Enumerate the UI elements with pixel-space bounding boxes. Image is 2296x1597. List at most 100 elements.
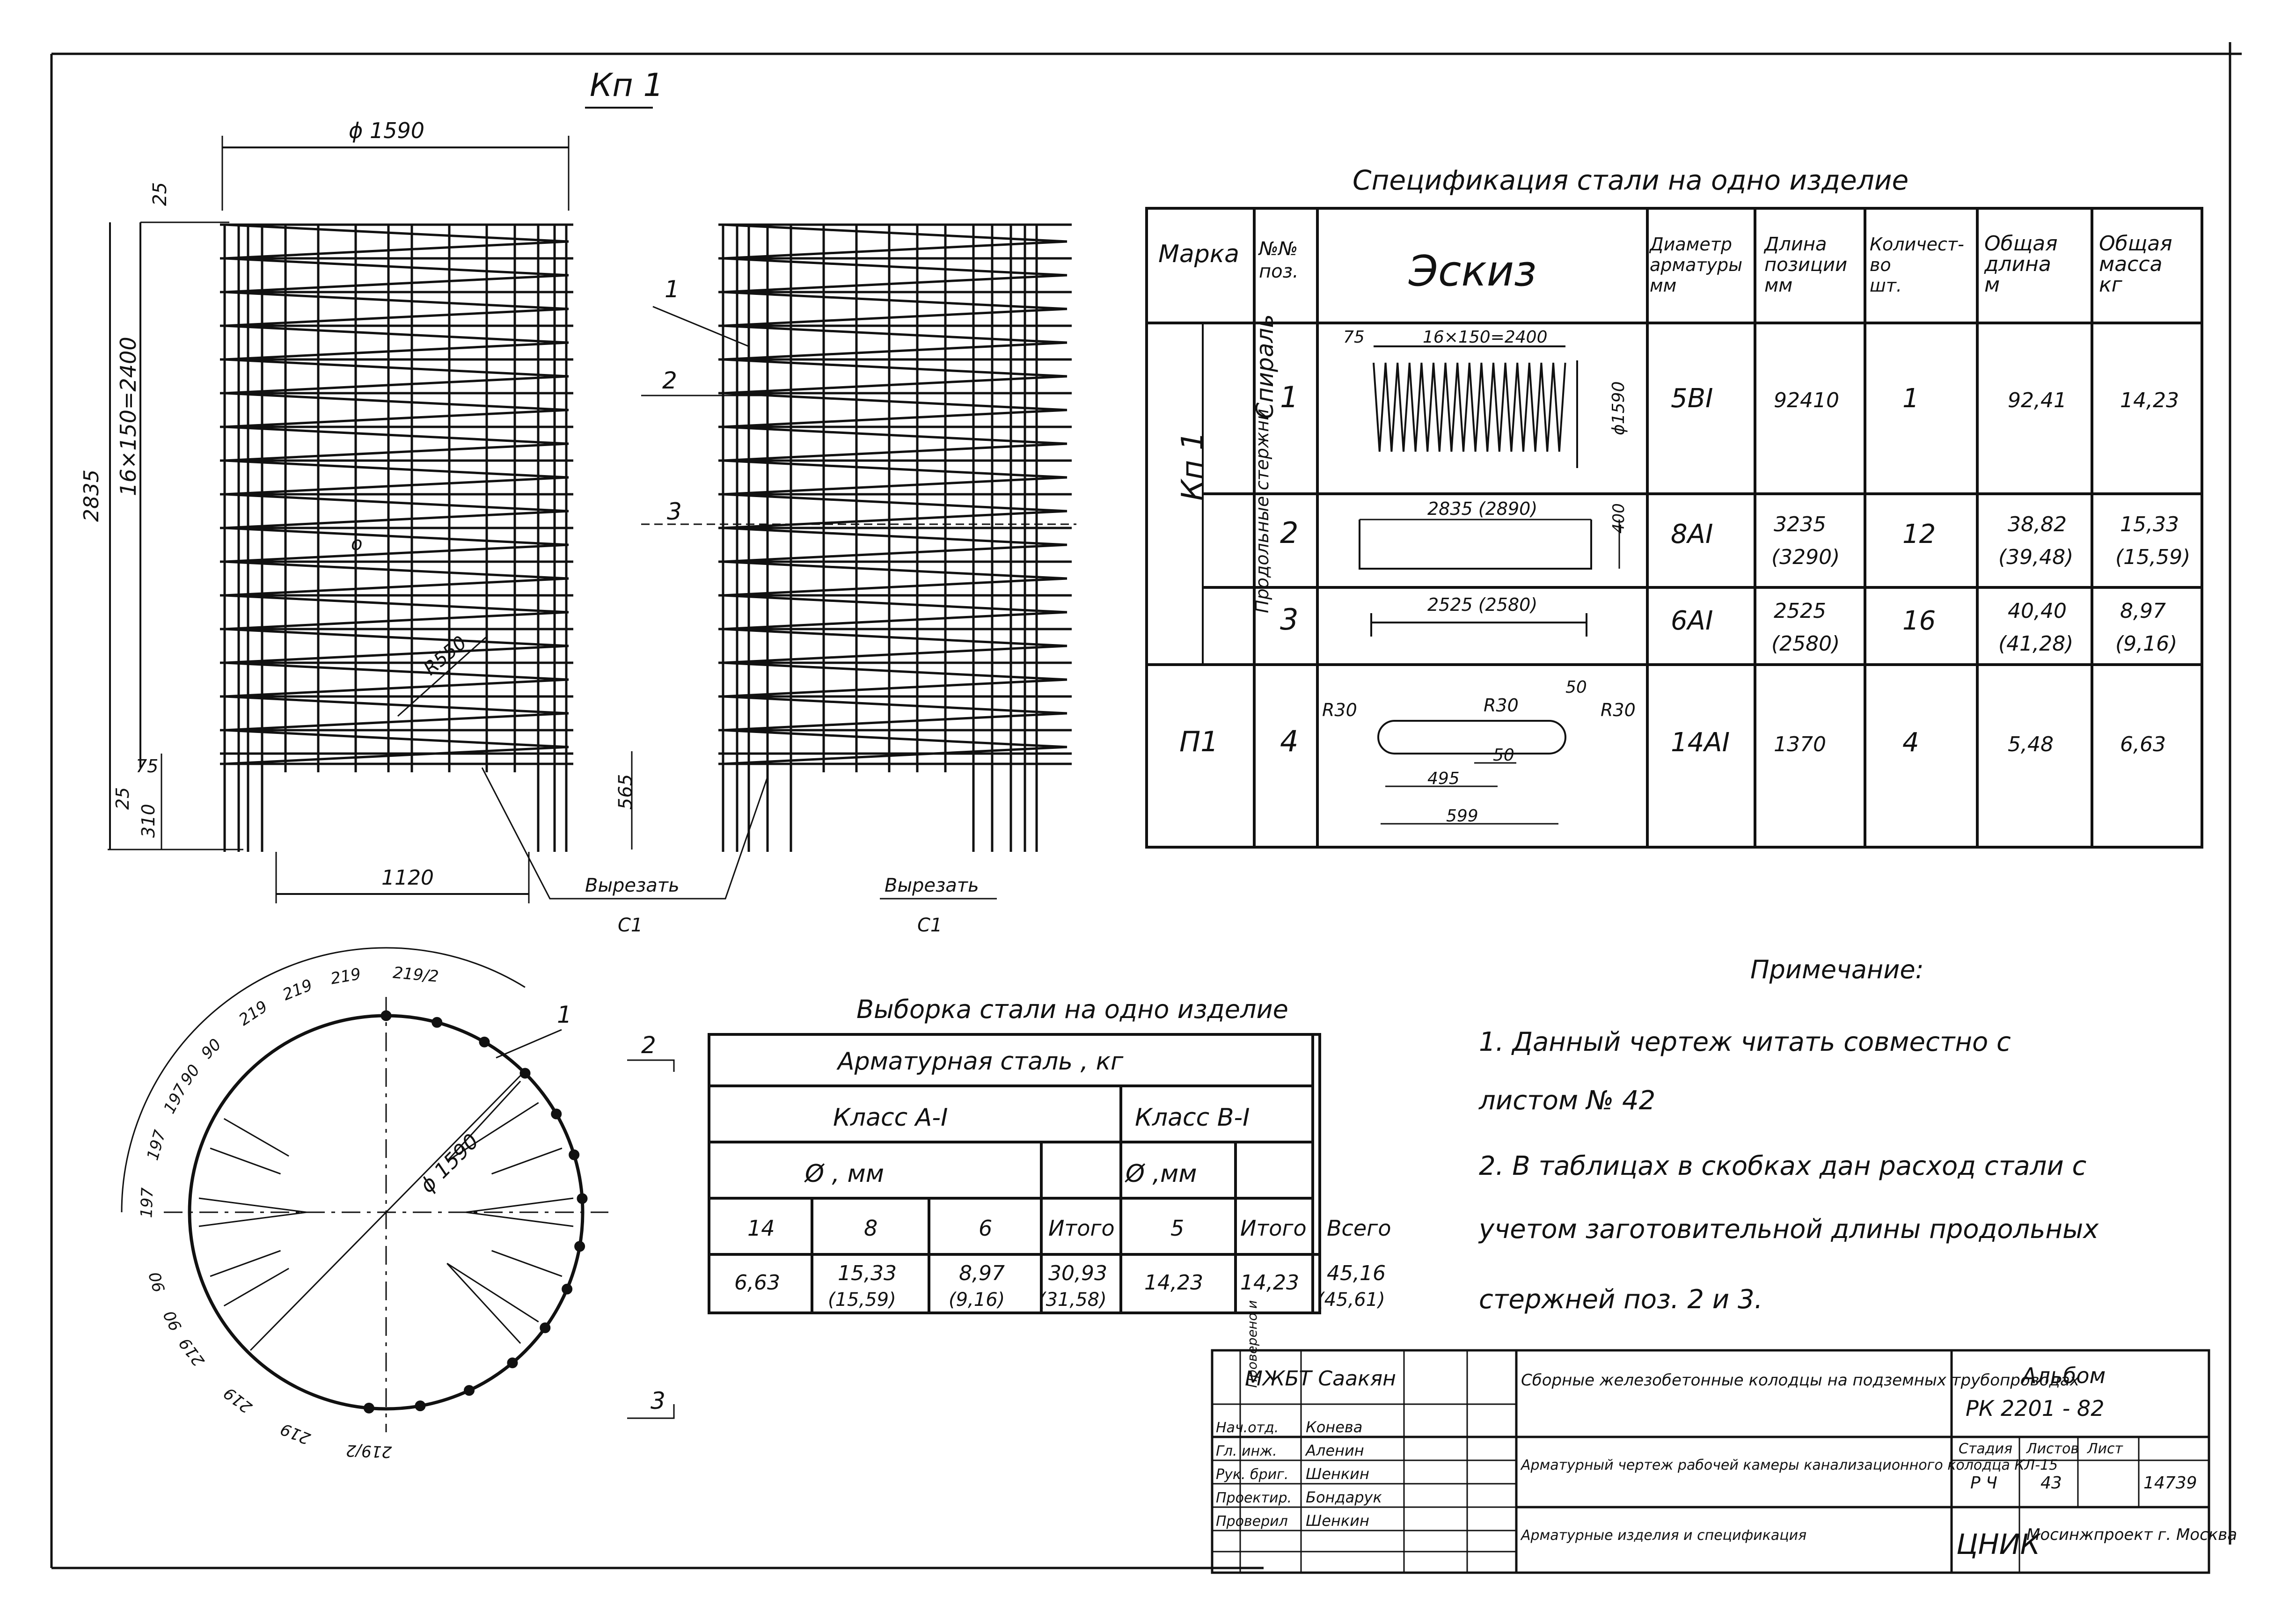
tb-list-h: Лист [2087,1441,2124,1457]
spiral-diagonal [224,223,569,243]
spiral-diagonal [723,577,1068,597]
loop-bar [198,1211,307,1227]
arc-dim: 219/2 [392,963,439,986]
arc-dim: 90 [197,1035,225,1063]
spiral-diagonal [224,628,569,647]
arc-dim: 219 [278,1419,313,1448]
spec-group-p1: П1 [1179,725,1218,758]
longitudinal-bar-dot [519,1068,531,1079]
longitudinal-bar-dot [574,1241,585,1252]
spiral-diagonal [224,746,569,765]
longitudinal-bar-dot [363,1402,374,1414]
spec-tlen2: (41,28) [1998,632,2073,656]
sketch-bar-2 [1359,519,1620,570]
spiral-diagonal [224,375,569,395]
arc-dim: 90 [177,1061,204,1089]
vyborka-col-h: Итого [1240,1216,1307,1241]
spiral-diagonal [224,257,569,277]
loop-bar [223,1267,289,1307]
spiral-diagonal [224,442,569,462]
dim-bottom-310: 310 [138,804,159,838]
spec-title: Спецификация стали на одно изделие [1353,164,1908,196]
spec-sub-spiral: Спираль [1251,314,1279,419]
pos-label-2: 2 [662,367,677,394]
sketch-loop-4 [1377,720,1566,825]
tb-album: Альбом [2020,1363,2106,1388]
spiral-diagonal [723,628,1068,647]
sketch4-495: 495 [1427,769,1460,788]
spec-len: 2525 [1774,599,1826,623]
spec-h-sketch: Эскиз [1408,247,1536,296]
vyborka-h-main: Арматурная сталь , кг [836,1048,1124,1076]
arc-dim: 219 [280,976,315,1004]
spec-qty: 16 [1902,606,1936,636]
spiral-diagonal [723,712,1068,732]
notes-title: Примечание: [1750,955,1924,984]
vyborka-val2: (9,16) [949,1289,1005,1311]
longitudinal-bar-dot [577,1193,588,1204]
longitudinal-bar-dot [463,1385,475,1396]
spec-sub-long: Продольные стержни [1252,409,1272,613]
vyborka-h-a1: Класс А-I [833,1104,948,1132]
loop-bar [210,1250,281,1277]
tb-object: Сборные железобетонные колодцы на подзем… [1521,1371,2080,1390]
vyborka-col-h: Всего [1327,1216,1391,1241]
spiral-diagonal [224,409,569,428]
spiral-diagonal [224,678,569,698]
arc-dim: 197 [137,1187,157,1218]
spiral-diagonal [224,543,569,563]
tb-name: Аленин [1305,1442,1364,1459]
spiral-diagonal [224,459,569,479]
tb-stage: Р Ч [1970,1473,1997,1493]
spec-tlen: 92,41 [2008,388,2067,412]
spec-h-mark: Марка [1158,240,1239,268]
spiral-diagonal [723,543,1068,563]
sketch1-pitch: 16×150=2400 [1423,328,1547,347]
sketch-bar-3 [1370,613,1587,637]
spiral-diagonal [723,678,1068,698]
vyborka-val: 6,63 [734,1271,780,1295]
spec-mass: 6,63 [2120,733,2166,756]
vyborka-h-phi-a: Ø , мм [804,1160,884,1188]
note-line: 1. Данный чертеж читать совместно с [1479,1027,2011,1057]
spiral-diagonal [224,712,569,732]
spiral-diagonal [723,510,1068,529]
dim-bottom-75: 75 [136,756,158,777]
circle-mark: o [351,533,362,555]
loop-bar [446,1102,539,1162]
arc-dim: 219/2 [346,1441,392,1461]
spiral-diagonal [723,442,1068,462]
spec-dia: 5ВI [1671,383,1713,414]
tb-name: Конева [1306,1418,1362,1436]
spiral-diagonal [224,510,569,529]
spiral-diagonal [224,645,569,664]
tb-org1: ЦНИК [1956,1528,2041,1561]
spec-dia: 6АI [1671,606,1713,636]
spec-len: 92410 [1774,388,1839,412]
longitudinal-bar-dot [479,1036,490,1048]
loop-bar [491,1250,563,1277]
vyborka-val: 45,16 [1327,1261,1386,1285]
spiral-diagonal [723,560,1068,580]
tb-sheet-no: 43 [2040,1473,2062,1493]
pos-label-1: 1 [665,276,680,303]
sketch4-599: 599 [1446,806,1478,826]
spiral-diagonal [723,493,1068,513]
spec-tlen: 40,40 [2008,599,2067,623]
tb-role: Проверил [1216,1513,1288,1530]
longitudinal-bar-dot [415,1400,426,1412]
drawing-title: Кп 1 [590,67,664,104]
spiral-diagonal [224,291,569,310]
vyborka-col-h: Итого [1048,1216,1115,1241]
front-view: Кп 1 ϕ 1590 25 2835 16×150=2400 75 25 31… [80,67,711,936]
dim-diameter: ϕ 1590 [349,118,424,143]
loop-bar [210,1147,281,1175]
spiral-diagonal [224,425,569,445]
dim-width-1120: 1120 [381,866,434,890]
arc-dim: 197 [143,1128,169,1163]
arc-dim: 197 [160,1081,191,1117]
spiral-diagonal [723,594,1068,614]
spiral-diagonal [723,341,1068,361]
spiral-diagonal [224,611,569,630]
